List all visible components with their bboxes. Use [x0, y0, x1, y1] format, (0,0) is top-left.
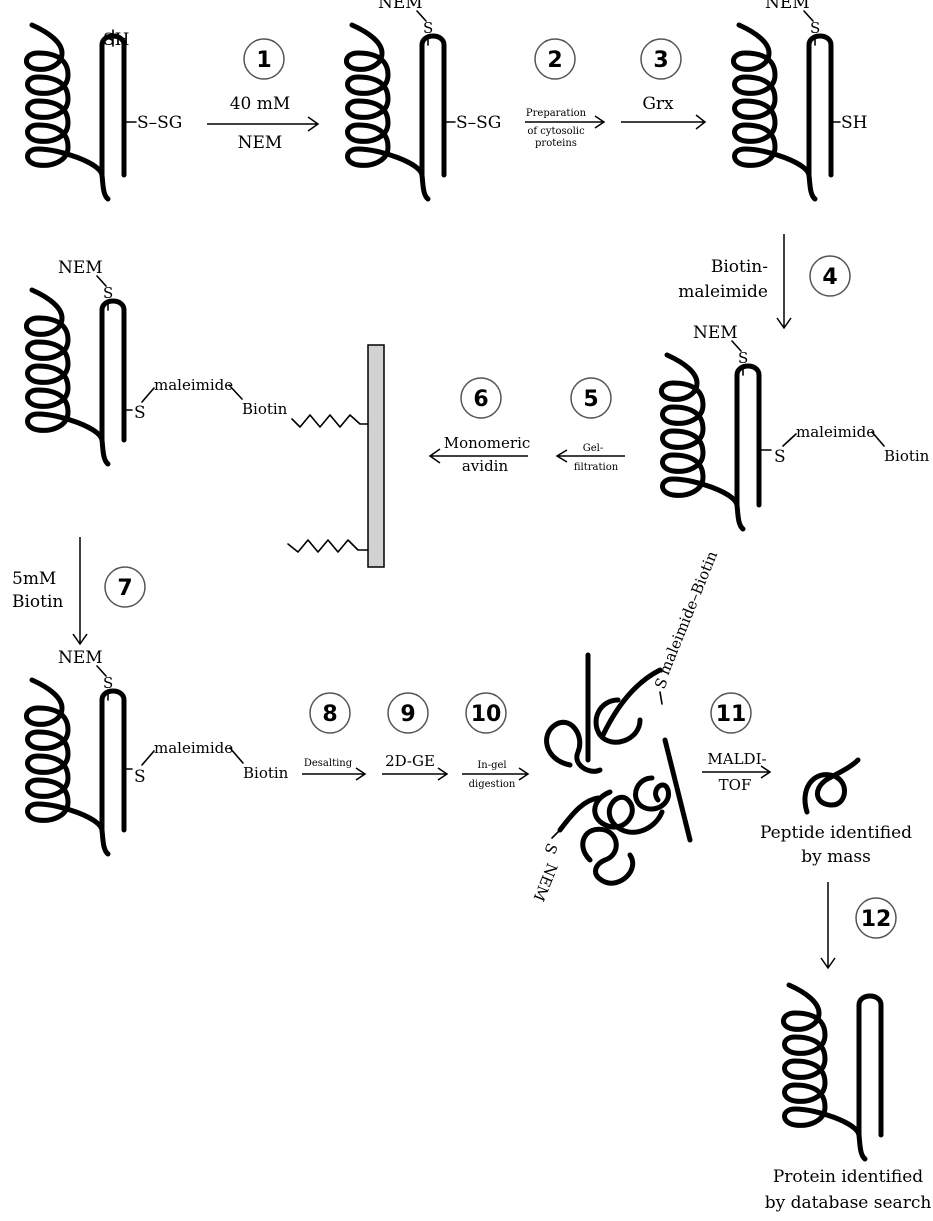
step-6: 6 Monomeric avidin: [430, 378, 530, 475]
protein-4: S maleimide Biotin: [661, 323, 929, 529]
peptide-caption-line-2: by mass: [801, 847, 871, 867]
step-2-number: 2: [547, 48, 562, 73]
step-11-line-2: TOF: [719, 776, 752, 794]
step-10-number: 10: [471, 702, 502, 727]
step-6-line-1: Monomeric: [444, 434, 531, 452]
protein-caption-line-2: by database search: [765, 1193, 932, 1213]
peptide-sulfur-label-2: S: [540, 841, 561, 857]
step-7-number: 7: [117, 576, 132, 601]
maleimide-label-6: maleimide: [154, 739, 233, 757]
step-7-line-2: Biotin: [12, 592, 63, 612]
step-5: 5 Gel- filtration: [557, 378, 625, 473]
sulfur-label-6: S: [134, 767, 146, 787]
step-7-line-1: 5mM: [12, 569, 56, 589]
protein-2: S–SG: [346, 0, 501, 199]
step-8-label: Desalting: [304, 758, 353, 769]
step-11: 11 MALDI- TOF: [702, 693, 770, 794]
step-10-line-2: digestion: [469, 779, 516, 790]
step-4: Biotin- maleimide 4: [678, 234, 850, 328]
step-5-line-2: filtration: [574, 462, 619, 473]
step-10-line-1: In-gel: [477, 760, 506, 771]
step-9-label: 2D-GE: [385, 752, 435, 770]
peptide-caption-line-1: Peptide identified: [760, 823, 912, 843]
step-4-line-2: maleimide: [678, 282, 768, 302]
biotin-label-5: Biotin: [242, 400, 288, 418]
step-8-number: 8: [322, 702, 337, 727]
step-12: 12: [821, 882, 896, 968]
maleimide-label-4: maleimide: [796, 423, 875, 441]
biotin-label-6: Biotin: [243, 764, 289, 782]
step-6-number: 6: [473, 387, 488, 412]
step-2: 2 Preparation of cytosolic proteins: [525, 39, 604, 149]
step-3-label: Grx: [642, 94, 674, 114]
sulfur-label-5: S: [134, 403, 146, 423]
avidin-column: [288, 345, 384, 567]
step-2-line-3: proteins: [535, 138, 577, 149]
protein-3: SH: [733, 0, 867, 199]
identified-peptide: Peptide identified by mass: [760, 760, 912, 867]
protein-5: S maleimide Biotin: [26, 258, 287, 464]
protein-1: SH S–SG: [26, 25, 182, 199]
step-5-number: 5: [583, 387, 598, 412]
step-3-number: 3: [653, 48, 668, 73]
step-1-label-top: 40 mM: [230, 94, 291, 114]
peptide-sulfur-label: S: [651, 675, 672, 691]
identified-protein: Protein identified by database search: [765, 985, 932, 1213]
step-10: 10 In-gel digestion: [462, 693, 528, 790]
step-9: 9 2D-GE: [382, 693, 447, 780]
step-2-line-2: of cytosolic: [527, 126, 585, 137]
step-1-label-bottom: NEM: [238, 133, 283, 153]
sulfur-label-4: S: [774, 447, 786, 467]
protein-6: S maleimide Biotin: [26, 648, 288, 854]
maleimide-label-5: maleimide: [154, 376, 233, 394]
step-1: 1 40 mM NEM: [207, 39, 318, 153]
step-2-line-1: Preparation: [526, 108, 587, 119]
biotin-label-4: Biotin: [884, 447, 930, 465]
step-7: 5mM Biotin 7: [12, 537, 145, 644]
step-4-line-1: Biotin-: [711, 257, 768, 277]
step-1-number: 1: [256, 48, 271, 73]
step-6-line-2: avidin: [462, 457, 509, 475]
step-3: 3 Grx: [621, 39, 705, 129]
step-12-number: 12: [861, 907, 892, 932]
step-4-number: 4: [822, 265, 837, 290]
ssg-label-2: S–SG: [456, 113, 501, 133]
protein-caption-line-1: Protein identified: [773, 1167, 923, 1187]
ssg-label: S–SG: [137, 113, 182, 133]
digested-peptides: S maleimide–Biotin S NEM: [530, 548, 722, 904]
step-11-number: 11: [716, 702, 747, 727]
sh-label-3: SH: [841, 113, 867, 133]
step-5-line-1: Gel-: [583, 443, 603, 454]
step-11-line-1: MALDI-: [707, 750, 766, 768]
sh-label: SH: [103, 30, 129, 50]
step-9-number: 9: [400, 702, 415, 727]
step-8: 8 Desalting: [302, 693, 365, 780]
peptide-nem-label: NEM: [530, 861, 561, 904]
peptide-maleimide-biotin-label: maleimide–Biotin: [655, 548, 721, 677]
